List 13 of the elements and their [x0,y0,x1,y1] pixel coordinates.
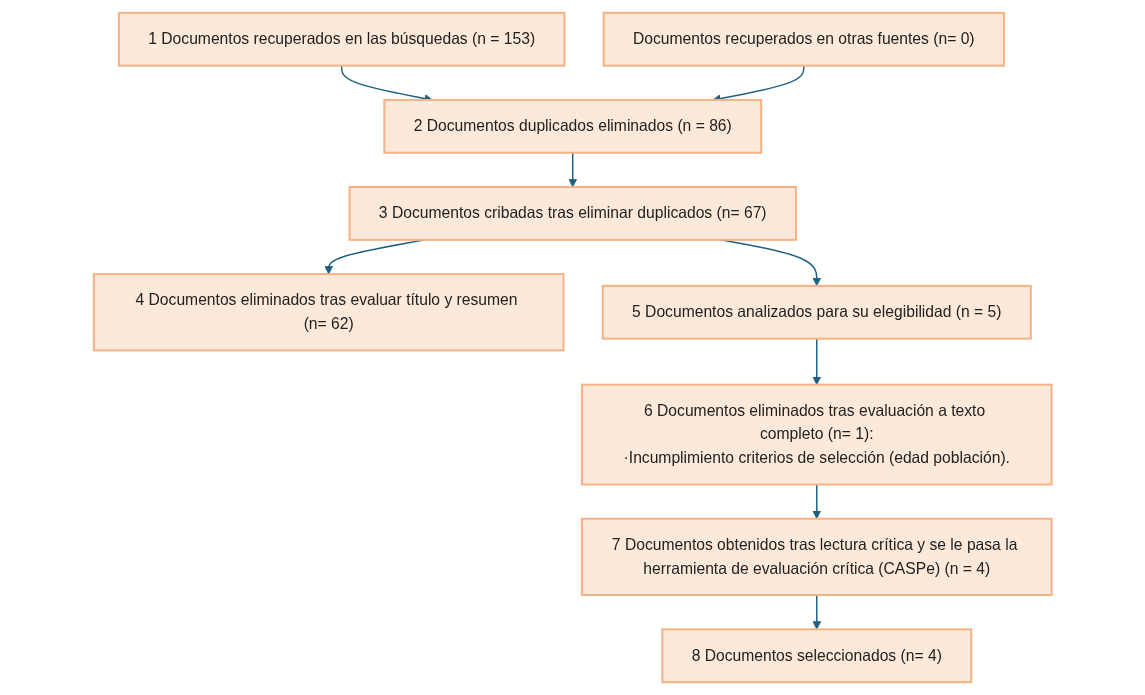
node-box: 2 Documentos duplicados eliminados (n = 86) [383,98,762,154]
arrow [812,483,821,520]
arrow [568,152,577,188]
node-box: 5 Documentos analizados para su elegibilidad (n = 5) [601,284,1032,340]
arrow [812,337,821,386]
node-box: 6 Documentos eliminados tras evaluación a texto completo (n= 1): ·Incumplimiento criterios de selección (edad población). [580,383,1053,486]
arrow [812,594,821,630]
node-box: 8 Documentos seleccionados (n= 4) [661,628,972,684]
node-box: Documentos recuperados en otras fuentes (n= 0) [602,11,1005,67]
node-box: 1 Documentos recuperados en las búsquedas (n = 153) [117,11,566,67]
node-box: 7 Documentos obtenidos tras lectura crítica y se le pasa la herramienta de evaluación crítica (CASPe) (n = 4) [580,517,1053,597]
node-box: 3 Documentos cribadas tras eliminar duplicados (n= 67) [348,186,797,241]
node-box: 4 Documentos eliminados tras evaluar título y resumen (n= 62) [92,273,565,352]
